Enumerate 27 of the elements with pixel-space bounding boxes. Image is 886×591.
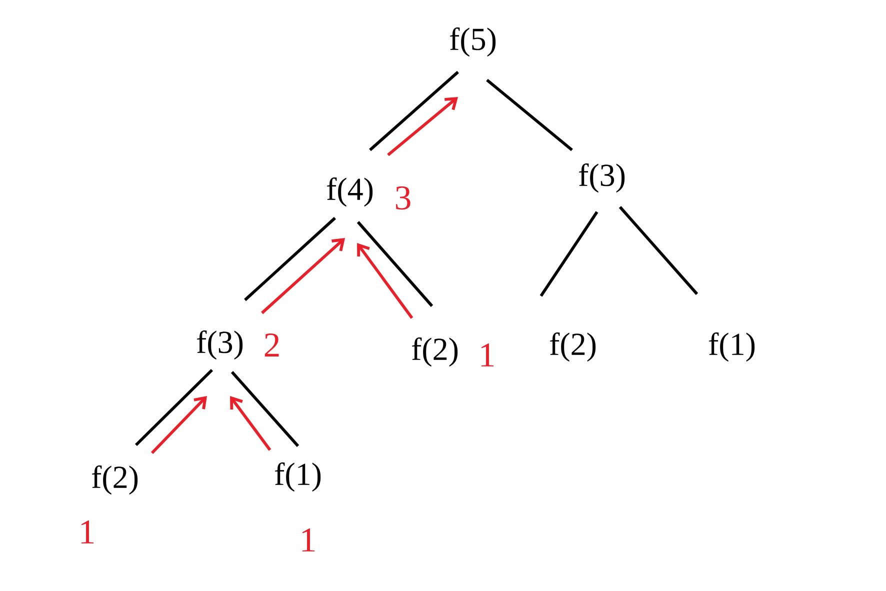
tree-line [486,78,573,152]
result-number: 2 [264,334,279,356]
node-label: f(2) [550,332,596,362]
node-label: f(2) [92,465,138,495]
node-label: f(1) [709,332,755,362]
arrow [230,396,272,451]
node-label: f(1) [275,462,321,492]
result-number: 1 [81,520,94,544]
tree-line [540,211,598,297]
tree-line [356,221,434,307]
tree-line [618,206,698,295]
result-number: 3 [396,186,410,210]
node-label: f(4) [327,177,373,207]
node-label: f(5) [450,27,496,57]
result-number: 1 [481,344,494,366]
tree-line [244,216,336,302]
node-label: f(3) [579,163,625,193]
result-number: 1 [302,528,315,552]
node-label: f(3) [197,330,243,360]
tree-line [230,371,300,447]
arrow [357,242,414,319]
tree-line [134,368,214,446]
node-label: f(2) [412,337,458,367]
arrow [150,396,207,454]
tree-line [369,70,459,152]
arrow [387,97,458,156]
arrow [261,238,345,314]
